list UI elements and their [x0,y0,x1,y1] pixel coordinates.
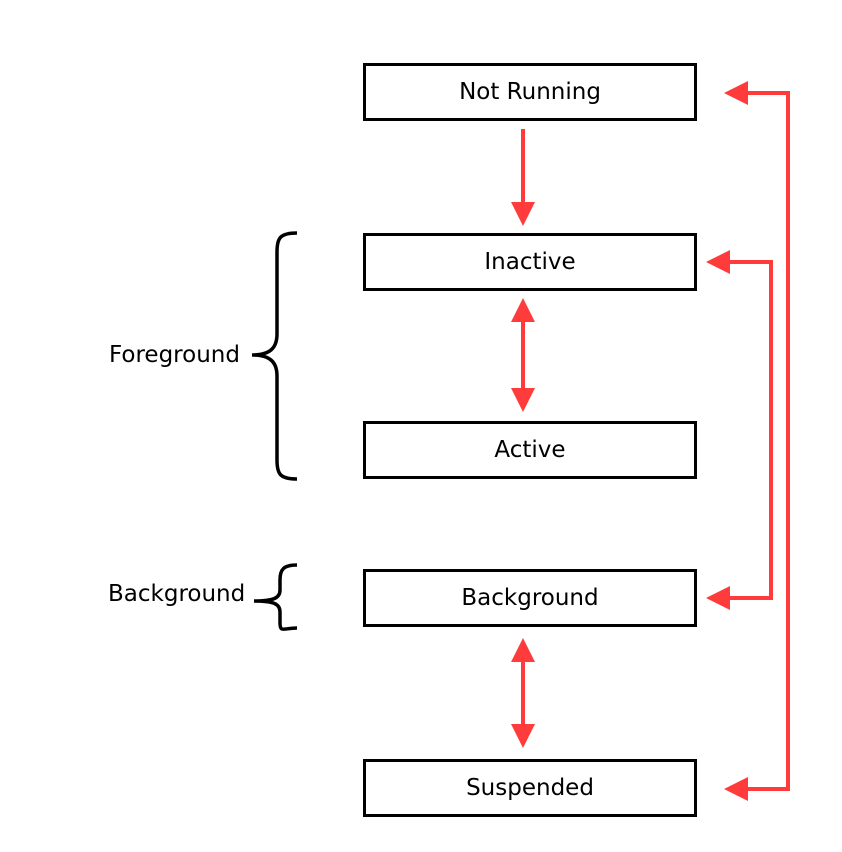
arrow-suspended-not-running-head-not-running [724,81,748,105]
background-group-label: Background [108,581,246,607]
state-suspended-label: Suspended [466,775,594,801]
state-background-label: Background [461,585,599,611]
foreground-group-label: Foreground [109,342,240,368]
arrow-suspended-not-running-head-suspended [724,777,748,801]
state-inactive-label: Inactive [484,249,576,275]
state-not-running-label: Not Running [459,79,601,105]
arrow-not-running-to-inactive-head [511,202,535,226]
state-active: Active [363,421,697,479]
arrow-background-suspended-head-down [511,724,535,748]
arrow-suspended-not-running-loop [746,91,790,791]
state-background: Background [363,569,697,627]
arrow-inactive-active-head-down [511,388,535,412]
foreground-brace [251,231,298,481]
arrow-inactive-background-head-inactive [706,250,730,274]
state-not-running: Not Running [363,63,697,121]
transition-arrows [511,81,790,801]
state-suspended: Suspended [363,759,697,817]
state-inactive: Inactive [363,233,697,291]
arrow-inactive-background-head-background [706,586,730,610]
arrow-inactive-background-loop [728,260,773,600]
arrow-background-suspended-head-up [511,638,535,662]
state-active-label: Active [494,437,566,463]
background-brace [253,563,298,631]
arrow-inactive-active-head-up [511,298,535,322]
